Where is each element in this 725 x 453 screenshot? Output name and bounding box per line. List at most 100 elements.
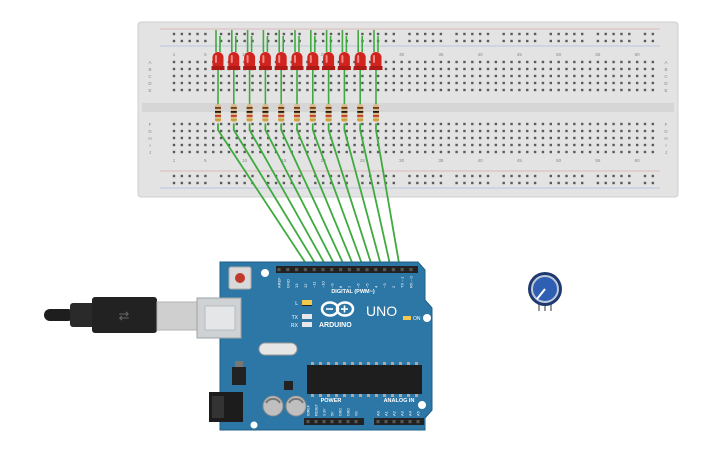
breadboard-hole[interactable] bbox=[204, 129, 207, 133]
breadboard-hole[interactable] bbox=[353, 81, 356, 85]
breadboard-hole[interactable] bbox=[643, 143, 647, 147]
breadboard-hole[interactable] bbox=[408, 150, 411, 154]
breadboard-hole[interactable] bbox=[565, 143, 568, 147]
breadboard-hole[interactable] bbox=[384, 39, 388, 43]
breadboard-hole[interactable] bbox=[212, 88, 215, 92]
breadboard-hole[interactable] bbox=[243, 32, 246, 36]
breadboard-hole[interactable] bbox=[345, 143, 348, 147]
breadboard-hole[interactable] bbox=[604, 181, 607, 185]
breadboard-hole[interactable] bbox=[643, 32, 647, 36]
breadboard-hole[interactable] bbox=[431, 67, 435, 71]
resistor[interactable] bbox=[230, 104, 237, 122]
breadboard-hole[interactable] bbox=[549, 74, 552, 78]
header-pin-hole[interactable] bbox=[295, 268, 299, 272]
breadboard-hole[interactable] bbox=[620, 122, 623, 126]
breadboard-hole[interactable] bbox=[204, 81, 207, 85]
breadboard-hole[interactable] bbox=[400, 67, 403, 71]
breadboard-hole[interactable] bbox=[620, 39, 623, 43]
breadboard-hole[interactable] bbox=[439, 136, 443, 140]
resistor[interactable] bbox=[278, 104, 285, 122]
breadboard-hole[interactable] bbox=[424, 67, 427, 71]
breadboard-hole[interactable] bbox=[408, 67, 411, 71]
breadboard-hole[interactable] bbox=[408, 74, 411, 78]
breadboard-hole[interactable] bbox=[180, 32, 184, 36]
breadboard-hole[interactable] bbox=[463, 39, 466, 43]
red-led[interactable] bbox=[290, 52, 304, 70]
breadboard-hole[interactable] bbox=[251, 143, 254, 147]
breadboard-hole[interactable] bbox=[392, 81, 395, 85]
usb-cable[interactable]: ⇄ bbox=[44, 297, 198, 333]
breadboard-hole[interactable] bbox=[557, 60, 560, 64]
wire-group[interactable] bbox=[215, 30, 402, 271]
breadboard-hole[interactable] bbox=[431, 32, 435, 36]
breadboard-hole[interactable] bbox=[486, 32, 490, 36]
breadboard-hole[interactable] bbox=[588, 150, 592, 154]
breadboard-hole[interactable] bbox=[455, 81, 458, 85]
breadboard-hole[interactable] bbox=[337, 150, 341, 154]
breadboard-hole[interactable] bbox=[502, 174, 505, 178]
breadboard-hole[interactable] bbox=[282, 174, 286, 178]
breadboard-hole[interactable] bbox=[196, 74, 199, 78]
breadboard-hole[interactable] bbox=[565, 174, 568, 178]
breadboard-hole[interactable] bbox=[510, 74, 513, 78]
breadboard-hole[interactable] bbox=[408, 143, 411, 147]
breadboard-hole[interactable] bbox=[314, 122, 317, 126]
breadboard-hole[interactable] bbox=[259, 143, 262, 147]
header-pin-hole[interactable] bbox=[383, 268, 387, 272]
breadboard-hole[interactable] bbox=[612, 74, 615, 78]
breadboard-hole[interactable] bbox=[376, 181, 380, 185]
breadboard-hole[interactable] bbox=[321, 32, 325, 36]
breadboard-hole[interactable] bbox=[376, 174, 380, 178]
breadboard-hole[interactable] bbox=[510, 136, 513, 140]
breadboard-hole[interactable] bbox=[628, 136, 631, 140]
breadboard-hole[interactable] bbox=[274, 88, 278, 92]
breadboard-hole[interactable] bbox=[526, 39, 529, 43]
breadboard-hole[interactable] bbox=[298, 88, 301, 92]
breadboard-hole[interactable] bbox=[596, 88, 600, 92]
power-header[interactable] bbox=[304, 418, 364, 425]
header-pin-hole[interactable] bbox=[384, 420, 388, 424]
breadboard-hole[interactable] bbox=[274, 81, 278, 85]
breadboard-hole[interactable] bbox=[392, 122, 395, 126]
breadboard-hole[interactable] bbox=[259, 74, 262, 78]
breadboard-hole[interactable] bbox=[384, 88, 388, 92]
breadboard-hole[interactable] bbox=[455, 129, 458, 133]
breadboard-hole[interactable] bbox=[314, 150, 317, 154]
breadboard-hole[interactable] bbox=[188, 122, 191, 126]
breadboard-hole[interactable] bbox=[526, 74, 529, 78]
breadboard-hole[interactable] bbox=[510, 143, 513, 147]
breadboard-hole[interactable] bbox=[392, 136, 395, 140]
breadboard-hole[interactable] bbox=[172, 143, 176, 147]
breadboard-hole[interactable] bbox=[204, 67, 207, 71]
breadboard-hole[interactable] bbox=[502, 150, 505, 154]
breadboard-hole[interactable] bbox=[369, 88, 372, 92]
breadboard-hole[interactable] bbox=[416, 67, 419, 71]
breadboard-hole[interactable] bbox=[267, 88, 270, 92]
breadboard-hole[interactable] bbox=[180, 181, 184, 185]
breadboard-hole[interactable] bbox=[651, 67, 655, 71]
breadboard-hole[interactable] bbox=[596, 32, 600, 36]
breadboard-hole[interactable] bbox=[329, 81, 333, 85]
breadboard-hole[interactable] bbox=[573, 39, 576, 43]
breadboard-hole[interactable] bbox=[526, 122, 529, 126]
red-led[interactable] bbox=[322, 52, 336, 70]
breadboard-hole[interactable] bbox=[494, 88, 498, 92]
breadboard-hole[interactable] bbox=[235, 143, 238, 147]
jumper-wire[interactable] bbox=[311, 123, 366, 271]
breadboard-hole[interactable] bbox=[337, 143, 341, 147]
breadboard-hole[interactable] bbox=[243, 122, 246, 126]
breadboard-hole[interactable] bbox=[447, 88, 450, 92]
breadboard-hole[interactable] bbox=[565, 39, 568, 43]
breadboard-hole[interactable] bbox=[612, 60, 615, 64]
breadboard-hole[interactable] bbox=[188, 174, 191, 178]
breadboard-hole[interactable] bbox=[557, 143, 560, 147]
breadboard-hole[interactable] bbox=[620, 32, 623, 36]
breadboard-hole[interactable] bbox=[612, 129, 615, 133]
breadboard-hole[interactable] bbox=[486, 143, 490, 147]
breadboard-hole[interactable] bbox=[188, 39, 191, 43]
breadboard-hole[interactable] bbox=[180, 136, 184, 140]
breadboard-hole[interactable] bbox=[510, 88, 513, 92]
breadboard-hole[interactable] bbox=[384, 32, 388, 36]
breadboard-hole[interactable] bbox=[588, 136, 592, 140]
breadboard-hole[interactable] bbox=[424, 143, 427, 147]
